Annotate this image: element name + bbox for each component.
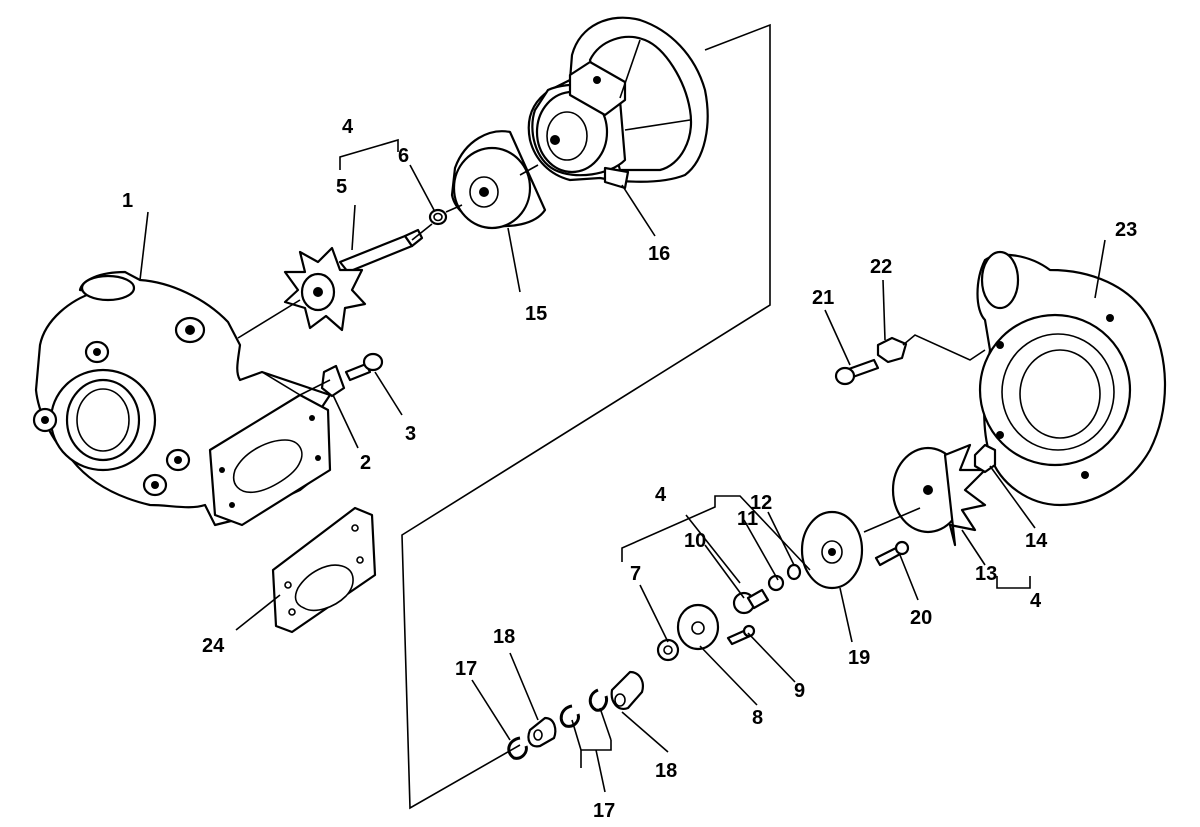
callout-3: 3 — [405, 423, 416, 445]
leader-lines — [139, 23, 1106, 810]
callout-8: 8 — [752, 707, 763, 729]
screw-20 — [874, 540, 910, 567]
heat-shield — [450, 130, 547, 230]
callout-12: 12 — [750, 492, 772, 514]
callout-23: 23 — [1115, 219, 1137, 241]
snap-rings — [507, 688, 608, 760]
callout-7: 7 — [630, 563, 641, 585]
callout-11: 11 — [737, 508, 758, 530]
callout-4-right: 4 — [1030, 590, 1042, 612]
callout-1: 1 — [122, 190, 133, 212]
lock-plate-22 — [876, 336, 908, 364]
callout-18-bottom: 18 — [655, 760, 677, 782]
callout-5: 5 — [336, 176, 347, 198]
callout-18-left: 18 — [493, 626, 515, 648]
journal-bearing-left — [527, 716, 557, 748]
callout-9: 9 — [794, 680, 805, 702]
turbine-wheel-shaft — [283, 228, 424, 332]
nut-14 — [973, 443, 997, 474]
ring-12 — [786, 563, 802, 581]
callout-17-bottom: 17 — [593, 800, 615, 822]
piston-ring-6 — [428, 208, 448, 226]
callout-20: 20 — [910, 607, 932, 629]
callout-24: 24 — [202, 635, 225, 657]
journal-bearing-right — [610, 670, 644, 710]
callout-labels: 1 2 3 4 5 6 15 16 23 21 22 24 4 10 11 12… — [122, 116, 1137, 822]
callout-22: 22 — [870, 256, 892, 278]
callout-2: 2 — [360, 452, 371, 474]
callout-15: 15 — [525, 303, 547, 325]
thrust-collar-7 — [656, 638, 680, 662]
turbine-housing — [32, 270, 332, 527]
callout-17-left: 17 — [455, 658, 477, 680]
callout-10: 10 — [684, 530, 706, 552]
lock-plate-2 — [320, 364, 346, 398]
center-housing — [527, 16, 709, 190]
callout-16: 16 — [648, 243, 670, 265]
callout-6: 6 — [398, 145, 409, 167]
thrust-collar-10 — [732, 588, 770, 615]
compressor-housing — [976, 250, 1167, 507]
callout-13: 13 — [975, 563, 997, 585]
ring-11 — [767, 574, 785, 592]
compressor-wheel — [891, 443, 987, 547]
callout-4-mid: 4 — [655, 484, 667, 506]
back-plate — [800, 510, 864, 590]
callout-14: 14 — [1025, 530, 1048, 552]
bolt-21 — [834, 358, 880, 386]
callout-21: 21 — [812, 287, 834, 309]
thrust-bearing — [676, 603, 720, 651]
bolt-3 — [344, 352, 384, 382]
callout-4-top: 4 — [342, 116, 354, 138]
exhaust-gasket — [271, 506, 377, 634]
callout-19: 19 — [848, 647, 870, 669]
